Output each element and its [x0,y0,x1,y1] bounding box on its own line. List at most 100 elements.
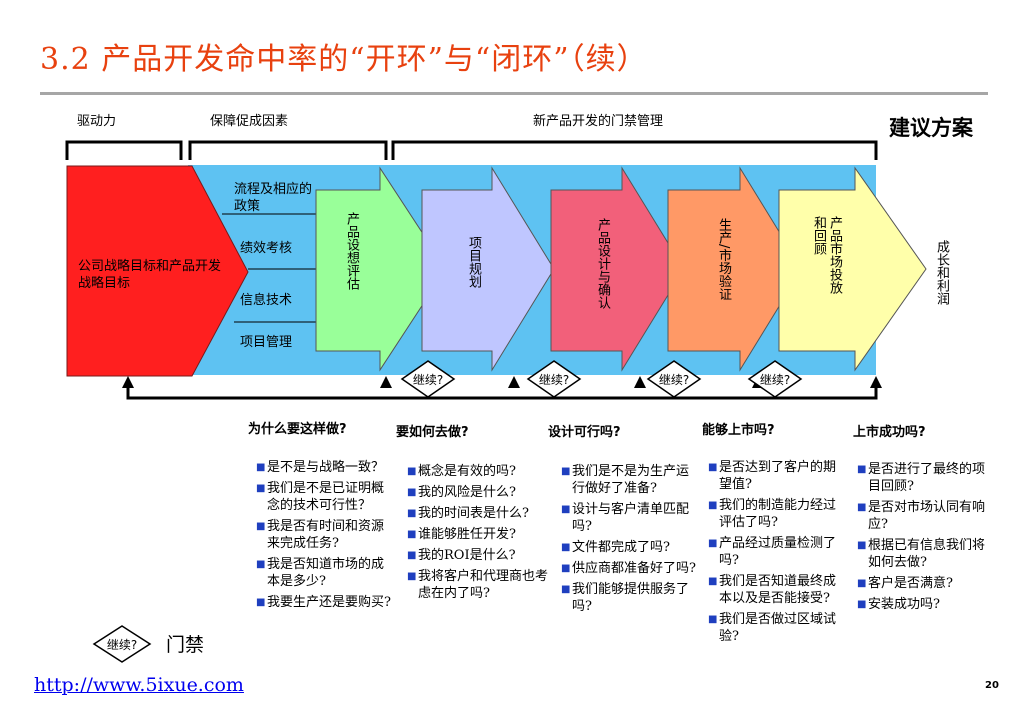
header-drivers: 驱动力 [77,114,117,129]
feedback-arrowhead [508,376,520,388]
question-list-1: ■是不是与战略一致？ ■我们是不是已证明概念的技术可行性？ ■我是否有时间和资源… [256,459,396,615]
bullet-icon: ■ [256,559,266,570]
list-item: ■客户是否满意? [857,576,953,591]
list-item: ■我们是不是为生产运行做好了准备? [561,464,690,496]
gate-question-3: 设计可行吗? [548,425,621,440]
bullet-icon: ■ [857,464,867,475]
question-list-2: ■概念是有效的吗? ■我的风险是什么? ■我的时间表是什么? ■谁能够胜任开发?… [407,463,549,606]
stage-label-4: 生产/市场验证 [716,218,731,301]
page-number: 20 [985,680,999,691]
bullet-icon: ■ [561,466,571,477]
gate-diamond-3 [646,360,702,398]
list-item: ■是不是与战略一致？ [256,460,385,475]
list-item: ■是否进行了最终的项目回顾? [857,462,986,494]
list-item: ■我们的制造能力经过评估了吗? [708,498,837,530]
stage-arrow-1 [315,166,447,372]
list-item: ■我将客户和代理商也考虑在内了吗? [407,569,549,601]
gate-diamond-1 [400,360,456,398]
list-item: ■我是否有时间和资源来完成任务? [256,519,385,551]
bracket-enablers [188,140,388,160]
bracket-drivers [65,140,183,160]
stage-arrow-3 [550,166,685,372]
list-item: ■我是否知道市场的成本是多少? [256,557,385,589]
list-item: ■我的时间表是什么? [407,506,529,521]
bullet-icon: ■ [561,584,571,595]
list-item: ■我们是否知道最终成本以及是否能接受? [708,574,837,606]
question-list-4: ■是否达到了客户的期望值? ■我们的制造能力经过评估了吗? ■产品经过质量检测了… [708,459,848,649]
list-item: ■是否达到了客户的期望值? [708,460,837,492]
stage-arrow-2 [421,166,555,372]
bullet-icon: ■ [708,500,718,511]
enabler-process-policy: 流程及相应的政策 [234,182,313,214]
enabler-it: 信息技术 [240,293,293,308]
outcome-label: 成长和利润 [934,240,949,305]
bullet-icon: ■ [708,576,718,587]
gate-question-4: 能够上市吗? [702,423,775,438]
question-list-3: ■我们是不是为生产运行做好了准备? ■设计与客户清单匹配吗? ■文件都完成了吗?… [561,463,701,619]
gate-question-2: 要如何去做? [396,425,469,440]
list-item: ■安装成功吗? [857,597,940,612]
list-item: ■供应商都准备好了吗? [561,561,696,576]
bullet-icon: ■ [857,578,867,589]
list-item: ■我们是不是已证明概念的技术可行性？ [256,481,385,513]
legend-gate-diamond [92,625,152,663]
bullet-icon: ■ [561,504,571,515]
list-item: ■产品经过质量检测了吗? [708,536,837,568]
list-item: ■我的ROI是什么? [407,548,516,563]
list-item: ■谁能够胜任开发? [407,527,516,542]
bullet-icon: ■ [561,542,571,553]
strategy-box-text: 公司战略目标和产品开发战略目标 [78,259,222,291]
bullet-icon: ■ [256,521,266,532]
feedback-arrowhead [380,376,392,388]
gate-label-3: 继续? [658,373,690,387]
bullet-icon: ■ [857,540,867,551]
stage-label-1: 产品设想评估 [344,212,359,290]
bullet-icon: ■ [561,563,571,574]
gate-diamond-2 [526,360,582,398]
header-gate-management: 新产品开发的门禁管理 [533,114,664,129]
list-item: ■我要生产还是要购买? [256,595,391,610]
header-enablers: 保障促成因素 [210,114,289,129]
strategy-chevron [66,165,249,377]
stage-arrow-5 [778,166,927,372]
stage-label-5: 产品市场投放和回顾 [811,216,842,294]
list-item: ■是否对市场认同有响应? [857,500,986,532]
feedback-arrowhead [122,376,134,388]
bullet-icon: ■ [256,462,266,473]
bullet-icon: ■ [407,529,417,540]
bullet-icon: ■ [256,483,266,494]
gate-label-4: 继续? [759,373,791,387]
gate-label-1: 继续? [412,373,444,387]
bullet-icon: ■ [407,487,417,498]
list-item: ■我们是否做过区域试验? [708,612,837,644]
list-item: ■概念是有效的吗? [407,464,516,479]
bullet-icon: ■ [708,462,718,473]
feedback-arrowhead [634,376,646,388]
question-list-5: ■是否进行了最终的项目回顾? ■是否对市场认同有响应? ■根据已有信息我们将如何… [857,461,997,617]
stage-arrow-4 [667,166,803,372]
enabler-project-mgmt: 项目管理 [240,335,293,350]
bullet-icon: ■ [407,550,417,561]
gate-label-2: 继续? [538,373,570,387]
bullet-icon: ■ [857,599,867,610]
legend-text: 门禁 [166,634,205,656]
bullet-icon: ■ [256,597,266,608]
title-divider [40,92,988,95]
list-item: ■设计与客户清单匹配吗? [561,502,690,534]
proposal-label: 建议方案 [889,116,973,140]
list-item: ■我们能够提供服务了吗? [561,582,690,614]
stage-label-3: 产品设计与确认 [595,218,610,309]
bullet-icon: ■ [407,466,417,477]
page-title: 3.2 产品开发命中率的“开环”与“闭环”（续） [40,42,648,77]
legend-gate-label: 继续? [106,638,138,652]
gate-question-5: 上市成功吗? [853,425,926,440]
list-item: ■文件都完成了吗? [561,540,670,555]
bullet-icon: ■ [407,571,417,582]
enabler-performance: 绩效考核 [240,241,293,256]
feedback-arrowhead [870,376,882,388]
bullet-icon: ■ [708,538,718,549]
feedback-line [126,387,878,400]
footer-link[interactable]: http://www.5ixue.com [34,674,244,696]
list-item: ■根据已有信息我们将如何去做? [857,538,986,570]
